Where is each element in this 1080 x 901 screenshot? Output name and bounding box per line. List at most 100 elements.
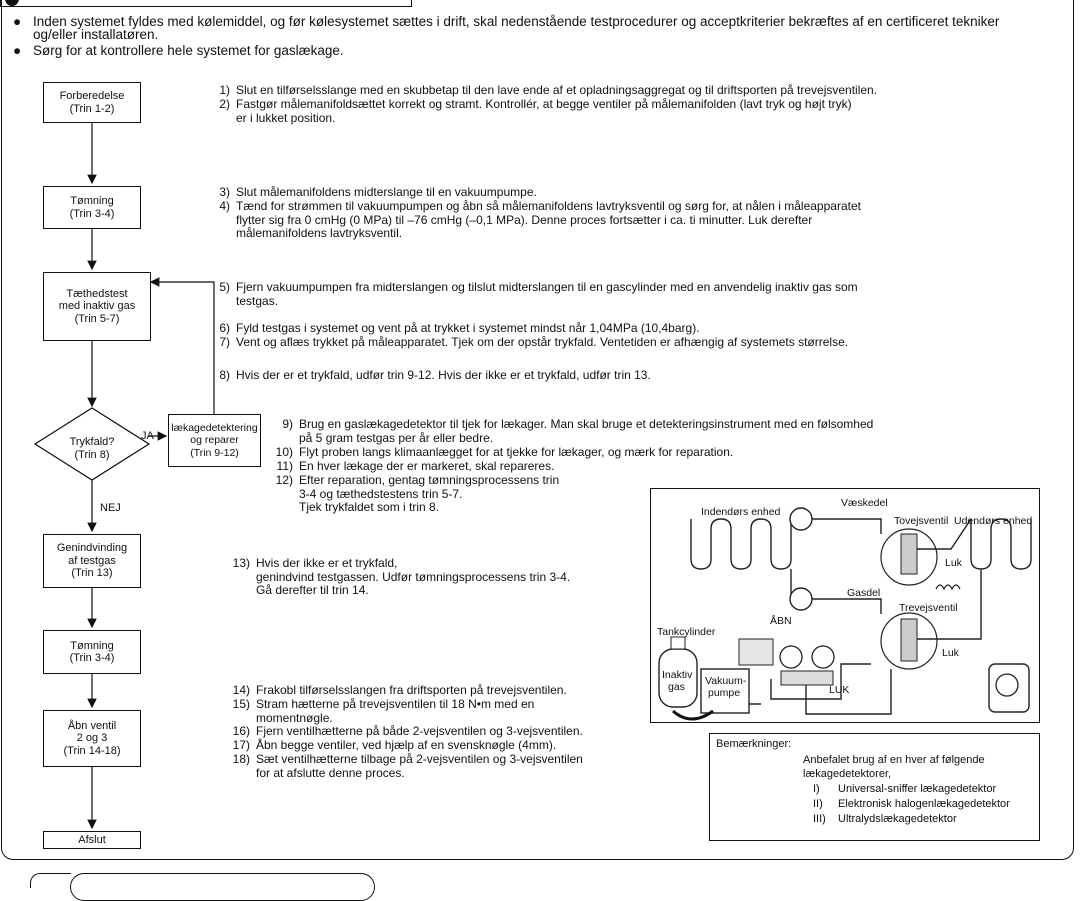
step-number: 2) [219,97,230,111]
remarks-line-1: Anbefalet brug af en hver af følgende [803,754,985,766]
flow-label: med inaktiv gas [58,300,136,313]
flow-label: Forberedelse [59,90,125,102]
step-15: 15) Stram hætterne på trevejsventilen ti… [220,697,660,728]
intro-bullet-2: Sørg for at kontrollere hele systemet fo… [33,43,344,58]
step-number: 7) [219,335,230,349]
label-inert-gas: Inaktiv [662,669,693,681]
step-3: 3) Slut målemanifoldens midterslange til… [200,185,1060,202]
flow-box-recover: Genindvinding af testgas (Trin 13) [43,534,141,588]
flow-label: Genindvinding [56,542,128,555]
step-number: 3) [219,185,230,199]
flow-label: Trykfald? [69,436,115,448]
header-bar [0,0,412,7]
flow-box-prep: Forberedelse (Trin 1-2) [43,82,141,123]
remarks-item-2: Elektronisk halogenlækagedetektor [838,798,1010,810]
flow-label: (Trin 3-4) [69,207,115,220]
step-number: 10) [275,445,293,459]
label-close-2: Luk [942,647,959,659]
flow-yes-label: JA [141,430,154,442]
step-number: 8) [219,368,230,382]
label-gas-side: Gasdel [847,587,881,599]
bullet-icon: ● [13,14,22,29]
step-text: Fyld testgas i systemet og vent på at tr… [236,321,700,335]
remarks-item-num: II) [813,798,823,810]
step-8: 8) Hvis der er et trykfald, udfør trin 9… [200,368,1060,385]
remarks-title: Bemærkninger: [716,738,792,750]
remarks-item-num: I) [813,783,820,795]
flow-label: (Trin 5-7) [74,312,120,325]
step-text: flytter sig fra 0 cmHg (0 MPa) til –76 c… [236,212,813,227]
step-number: 9) [282,417,293,431]
step-18: 18) Sæt ventilhætterne tilbage på 2-vejs… [220,752,700,783]
step-text: Efter reparation, gentag tømningsprocess… [299,473,560,487]
step-text: målemanifoldens lavtryksventil. [236,226,403,240]
flow-label: (Trin 13) [71,567,113,580]
piping-diagram: Indendørs enhed Væskedel Tovejsventil Ud… [650,488,1040,723]
label-close-1: Luk [945,557,962,569]
step-text: Fjern ventilhætterne på både 2-vejsventi… [256,724,583,738]
step-text: Fastgør målemanifoldsættet korrekt og st… [236,97,852,111]
step-text: er i lukket position. [236,110,336,125]
flow-box-open-valves: Åbn ventil 2 og 3 (Trin 14-18) [43,710,141,767]
step-text: Slut målemanifoldens midterslange til en… [236,185,537,199]
flow-label: Tømning [70,639,114,652]
step-6: 6) Fyld testgas i systemet og vent på at… [200,321,1060,338]
flow-box-end: Afslut [43,831,141,849]
remarks-item-num: III) [813,813,826,825]
remarks-box: Bemærkninger: Anbefalet brug af en hver … [709,733,1040,841]
flow-box-leak-test: Tæthedstest med inaktiv gas (Trin 5-7) [43,272,151,341]
step-text: Frakobl tilførselsslangen fra driftsport… [256,683,567,697]
flow-label: (Trin 14-18) [63,744,121,757]
section-number-icon [5,0,19,6]
piping-diagram-art [658,507,1032,721]
step-text: på 5 gram testgas per år eller bedre. [299,430,494,445]
label-two-way-valve: Tovejsventil [894,515,949,527]
flow-label: og reparer [190,434,239,447]
intro-bullet-1: Inden systemet fyldes med kølemiddel, og… [33,14,1000,42]
step-number: 16) [232,724,250,738]
step-text: Brug en gaslækagedetektor til tjek for l… [299,417,874,431]
step-13: 13) Hvis der ikke er et trykfald, genind… [220,556,650,601]
step-text: Hvis der er et trykfald, udfør trin 9-12… [236,368,651,382]
step-number: 18) [232,752,250,766]
remarks-item-1: Universal-sniffer lækagedetektor [838,783,997,795]
step-5: 5) Fjern vakuumpumpen fra midterslangen … [200,280,1060,311]
step-number: 4) [219,199,230,213]
label-outdoor-unit: Udendørs enhed [954,515,1033,527]
step-14: 14) Frakobl tilførselsslangen fra drifts… [220,683,660,700]
flow-box-evac1: Tømning (Trin 3-4) [43,186,141,229]
step-number: 15) [232,697,250,711]
step-text: Flyt proben langs klimaanlægget for at t… [299,445,734,459]
step-number: 13) [232,556,250,570]
step-text: 3-4 og tæthedstestens trin 5-7. [299,486,463,501]
flow-label: Tømning [70,195,114,207]
page-frame [1,0,1074,860]
label-open: ÅBN [770,615,792,627]
step-text: Sæt ventilhætterne tilbage på 2-vejsvent… [256,752,583,766]
step-text: Vent og aflæs trykket på måleapparatet. … [236,335,849,349]
step-text: Gå derefter til trin 14. [256,583,369,597]
step-text: Hvis der ikke er et trykfald, [256,556,398,570]
flow-label: lækagedetektering [171,421,258,434]
remarks-line-2: lækagedetektorer, [803,768,892,780]
flow-box-evac2: Tømning (Trin 3-4) [43,630,141,674]
step-text: Fjern vakuumpumpen fra midterslangen og … [236,280,858,294]
step-number: 17) [232,738,250,752]
step-10: 10) Flyt proben langs klimaanlægget for … [263,445,1053,462]
label-close-3: LUK [829,684,850,696]
bullet-icon: ● [13,43,22,58]
label-inert-gas-2: gas [668,681,685,693]
flow-label: Afslut [78,833,106,846]
flow-box-repair: lækagedetektering og reparer (Trin 9-12) [168,414,261,467]
step-number: 11) [276,459,293,473]
step-16: 16) Fjern ventilhætterne på både 2-vejsv… [220,724,700,741]
next-section-connector [30,873,71,888]
step-7: 7) Vent og aflæs trykket på måleapparate… [200,335,1060,352]
label-tank-cylinder: Tankcylinder [657,626,716,638]
next-section-header [70,873,375,901]
step-text: genindvind testgassen. Udfør tømningspro… [256,569,571,584]
flow-label: (Trin 9-12) [190,446,239,459]
step-12: 12) Efter reparation, gentag tømningspro… [263,473,663,518]
step-text: Stram hætterne på trevejsventilen til 18… [256,697,535,711]
